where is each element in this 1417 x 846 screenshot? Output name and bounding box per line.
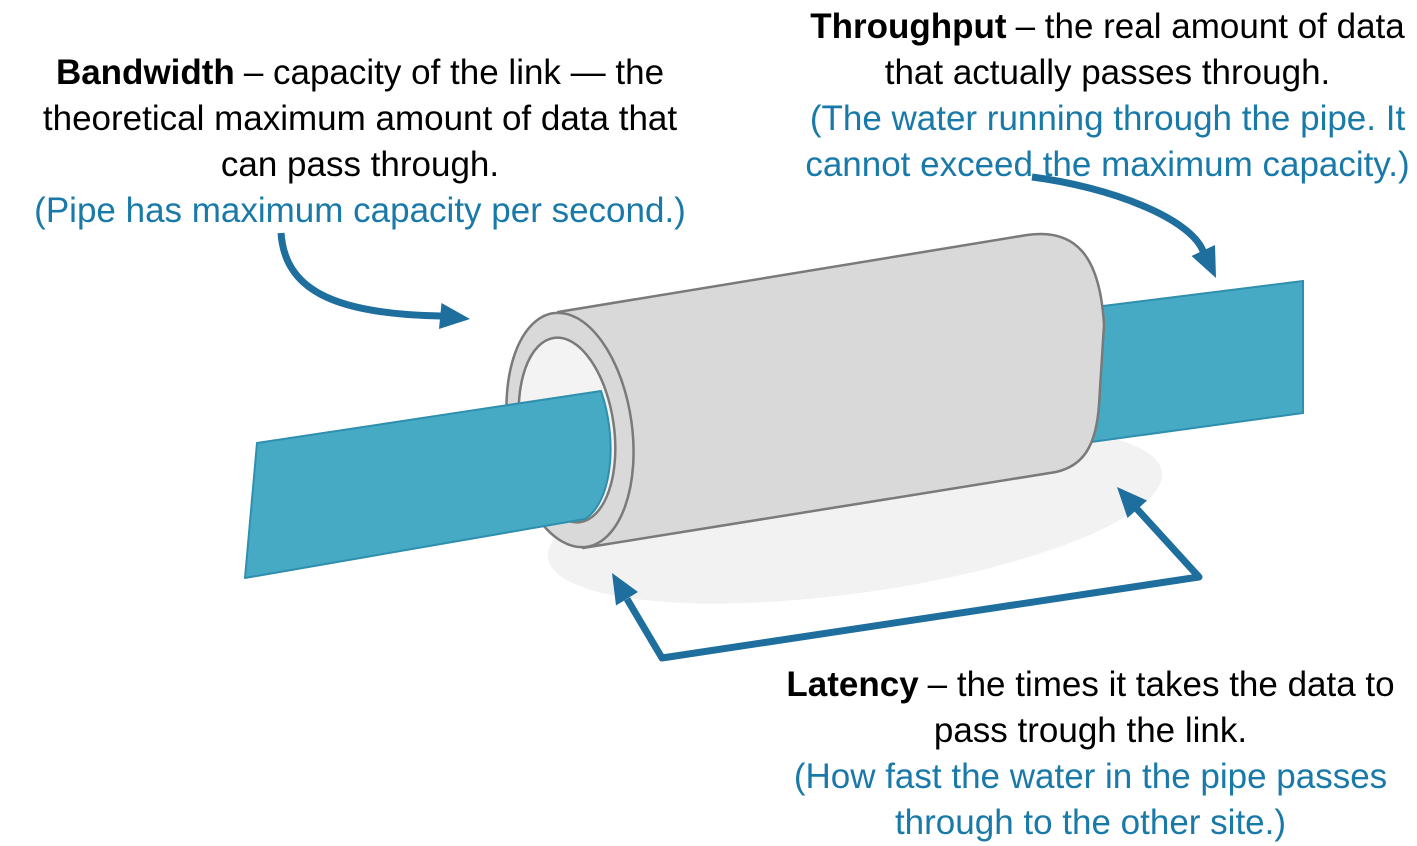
bandwidth-definition-line: theoretical maximum amount of data that — [42, 99, 678, 138]
latency-definition-line: pass trough the link. — [933, 711, 1248, 750]
throughput-term: Throughput — [810, 7, 1007, 46]
throughput-definition-line: that actually passes through. — [884, 53, 1331, 92]
throughput-analogy-line: cannot exceed the maximum capacity.) — [805, 145, 1410, 184]
bandwidth-definition-line: can pass through. — [220, 145, 500, 184]
throughput-arrow — [1031, 173, 1216, 278]
latency-arrow — [612, 487, 1203, 662]
incoming-water-stream — [244, 390, 612, 579]
bandwidth-definition-line: Bandwidth– capacity of the link — the — [8, 50, 712, 96]
bandwidth-term: Bandwidth — [55, 53, 235, 92]
throughput-annotation: Throughput– the real amount of data that… — [800, 4, 1415, 188]
bandwidth-arrowhead-icon — [439, 303, 470, 329]
bandwidth-annotation: Bandwidth– capacity of the link — the th… — [8, 50, 712, 234]
throughput-arrowhead-icon — [1191, 245, 1216, 278]
latency-definition-line: Latency– the times it takes the data to — [763, 662, 1417, 708]
latency-definition-text: – the times it takes the data to — [927, 665, 1395, 704]
latency-annotation: Latency– the times it takes the data to … — [763, 662, 1417, 846]
throughput-analogy-line: (The water running through the pipe. It — [809, 99, 1406, 138]
latency-term: Latency — [786, 665, 919, 704]
bandwidth-analogy-line: (Pipe has maximum capacity per second.) — [34, 191, 686, 230]
latency-analogy-line: (How fast the water in the pipe passes — [793, 757, 1388, 796]
bandwidth-definition-text: – capacity of the link — the — [243, 53, 665, 92]
throughput-definition-text: – the real amount of data — [1015, 7, 1405, 46]
bandwidth-arrow — [277, 232, 470, 329]
latency-arrowhead-left-icon — [612, 573, 638, 606]
latency-arrowhead-right-icon — [1117, 487, 1147, 518]
pipe-body — [556, 232, 1106, 550]
latency-analogy-line: through to the other site.) — [894, 803, 1287, 842]
throughput-definition-line: Throughput– the real amount of data — [800, 4, 1415, 50]
